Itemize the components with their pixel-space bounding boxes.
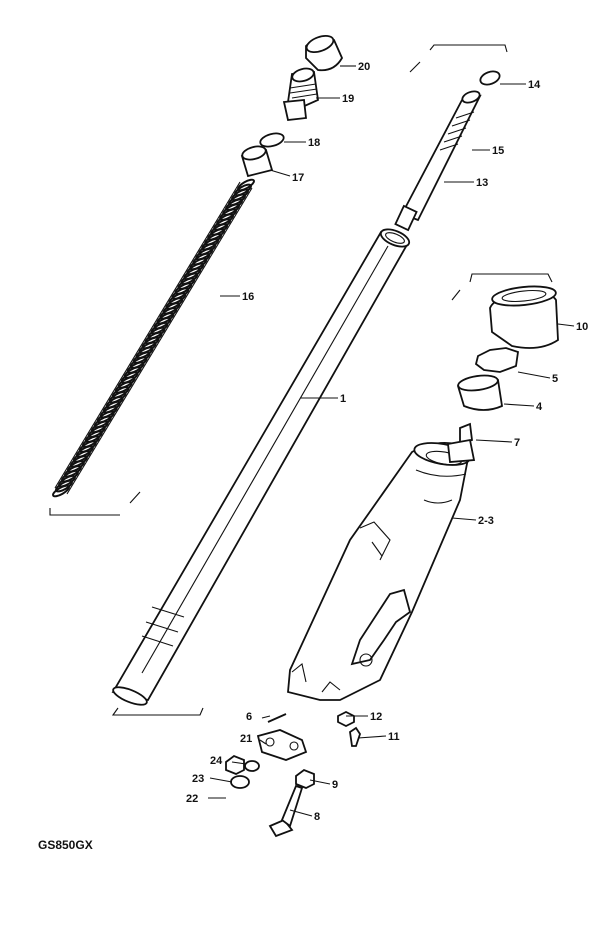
callout-8: 8 <box>314 811 320 823</box>
o-ring <box>259 132 285 148</box>
damper-seat <box>447 422 476 463</box>
inner-fork-tube <box>111 228 411 706</box>
axle-holder <box>256 729 308 761</box>
model-code: GS850GX <box>38 838 93 852</box>
snap-ring <box>474 347 519 373</box>
rod-piston-ring <box>479 70 501 86</box>
callout-16: 16 <box>242 291 254 303</box>
callout-18: 18 <box>308 137 320 149</box>
nut <box>295 768 315 789</box>
callout-14: 14 <box>528 79 541 91</box>
callout-24: 24 <box>210 755 223 767</box>
spring-spacer <box>240 145 274 178</box>
callout-5: 5 <box>552 373 558 385</box>
leader-lines <box>208 65 575 817</box>
tube-bracket <box>111 707 204 716</box>
callout-12: 12 <box>370 711 382 723</box>
rod-bracket <box>409 44 508 73</box>
callout-19: 19 <box>342 93 354 105</box>
cap-bolt <box>282 67 319 121</box>
damper-rod <box>394 90 482 232</box>
drain-screw <box>349 726 361 747</box>
fork-spring <box>52 178 255 498</box>
spring-washer <box>230 775 250 789</box>
callout-4: 4 <box>536 401 543 413</box>
axle-nut <box>225 754 245 775</box>
spring-bracket <box>49 491 141 516</box>
washer <box>244 760 260 772</box>
callout-11: 11 <box>388 731 400 743</box>
stud <box>267 713 287 723</box>
callout-1: 1 <box>340 393 346 405</box>
callout-17: 17 <box>292 172 304 184</box>
callout-9: 9 <box>332 779 338 791</box>
oil-seal <box>456 374 503 411</box>
callout-7: 7 <box>514 437 520 449</box>
callout-13: 13 <box>476 177 488 189</box>
callout-23: 23 <box>192 773 204 785</box>
callout-15: 15 <box>492 145 504 157</box>
drain-bolt-washer <box>337 710 355 728</box>
callout-10: 10 <box>576 321 588 333</box>
callout-20: 20 <box>358 61 370 73</box>
callout-6: 6 <box>246 711 252 723</box>
seal-bracket <box>451 273 553 301</box>
callout-21: 21 <box>240 733 252 745</box>
callout-2-3: 2-3 <box>478 515 494 527</box>
top-cap <box>305 34 344 72</box>
outer-fork-tube <box>287 442 472 701</box>
dust-seal <box>489 285 559 349</box>
callout-numbers: 20 19 18 17 16 1 14 15 13 10 5 4 7 2-3 6… <box>186 61 588 823</box>
allen-bolt <box>268 784 304 838</box>
callout-22: 22 <box>186 793 198 805</box>
spring-coil <box>52 484 70 498</box>
